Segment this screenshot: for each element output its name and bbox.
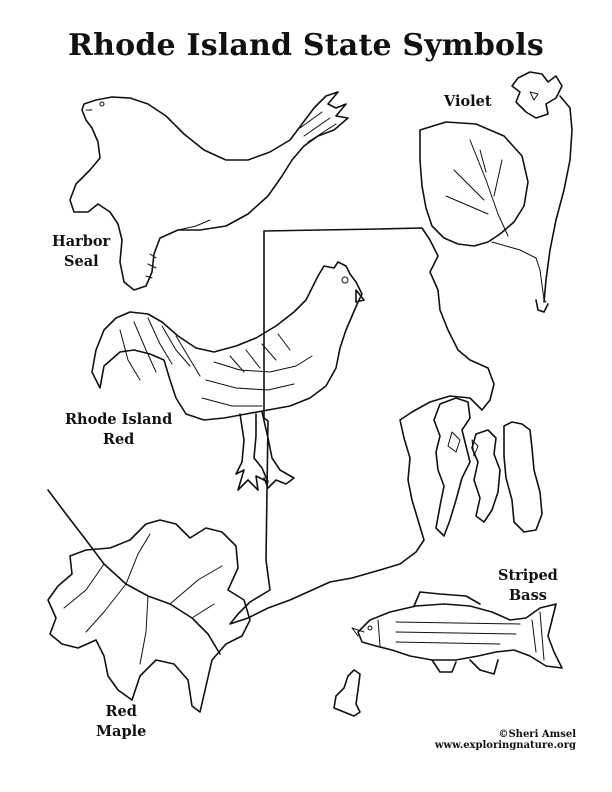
striped-bass-label: Striped Bass	[498, 566, 558, 606]
harbor-seal-label: Harbor Seal	[52, 232, 110, 272]
red-maple-label-line-1: Red	[105, 703, 137, 720]
rhode-island-red-label-line-1: Rhode Island	[65, 411, 173, 428]
harbor-seal-drawing	[69, 91, 349, 291]
rhode-island-red-label-line-2: Red	[102, 431, 135, 448]
red-maple-label: Red Maple	[96, 702, 146, 742]
striped-bass-drawing	[351, 591, 563, 675]
striped-bass-label-line-2: Bass	[508, 587, 547, 604]
violet-drawing	[419, 71, 573, 313]
harbor-seal-label-line-1: Harbor	[52, 233, 111, 250]
copyright-text: ©Sheri Amsel	[498, 729, 576, 740]
harbor-seal-label-line-2: Seal	[64, 253, 99, 270]
violet-label: Violet	[444, 93, 492, 110]
rooster-drawing	[91, 261, 365, 491]
website-text: www.exploringnature.org	[434, 740, 576, 751]
red-maple-leaf-drawing	[47, 489, 251, 713]
state-map-outline	[229, 227, 543, 625]
page-title: Rhode Island State Symbols	[68, 28, 544, 63]
striped-bass-label-line-1: Striped	[498, 567, 558, 584]
rhode-island-red-label: Rhode Island Red	[65, 410, 172, 450]
copyright-credit: ©Sheri Amsel www.exploringnature.org	[435, 729, 576, 751]
red-maple-label-line-2: Maple	[96, 723, 147, 740]
block-island-outline	[333, 669, 361, 717]
